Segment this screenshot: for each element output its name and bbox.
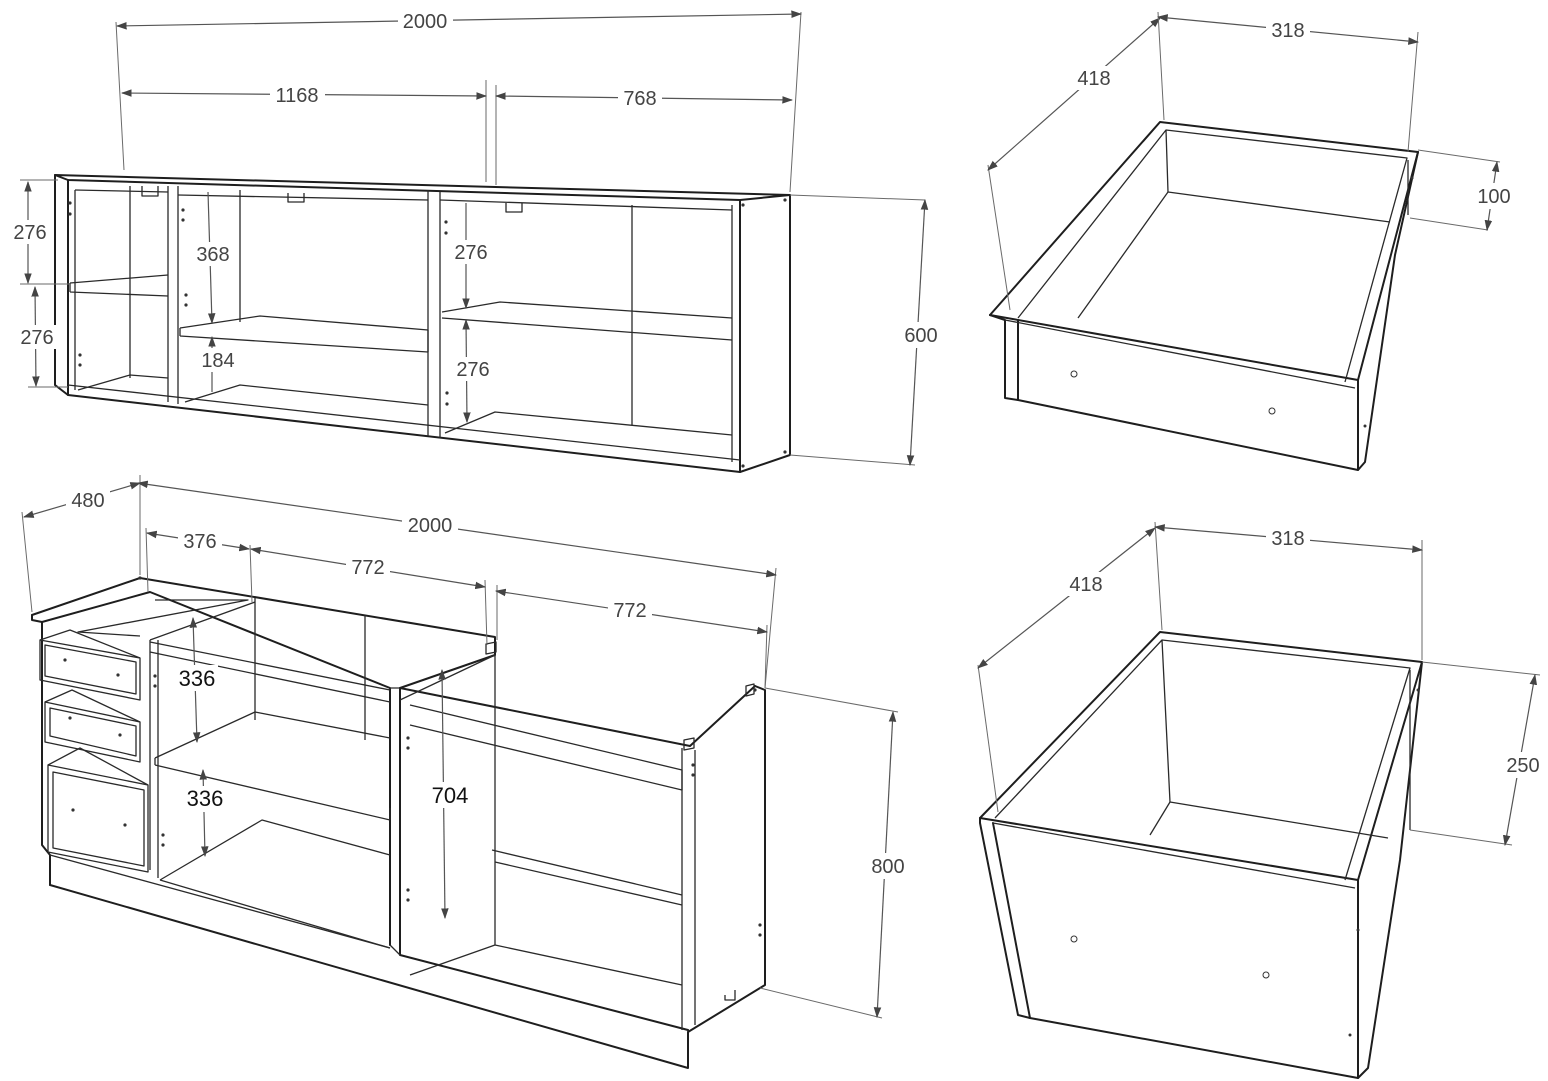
lower-right-opening-height-label: 704 [432, 783, 469, 808]
upper-total-width-label: 2000 [403, 11, 448, 33]
deep-drawer-depth-label: 418 [1069, 574, 1102, 596]
upper-right-top-opening-label: 276 [454, 242, 487, 264]
lower-shelf-bottom-opening-label: 336 [187, 786, 224, 811]
lower-cabinet: 480 2000 376 772 772 336 336 704 [21, 475, 910, 1069]
upper-right-bottom-opening-label: 276 [456, 359, 489, 381]
lower-right-section-width-label: 772 [613, 600, 646, 622]
upper-left-bottom-shelf-label: 276 [20, 327, 53, 349]
deep-drawer-width-label: 318 [1271, 528, 1304, 550]
lower-depth-label: 480 [71, 490, 104, 512]
lower-height-label: 800 [871, 856, 904, 878]
upper-height-label: 600 [904, 325, 937, 347]
shallow-drawer: 418 318 100 [987, 11, 1516, 471]
upper-left-width-label: 1168 [275, 85, 318, 107]
lower-total-width-label: 2000 [408, 515, 453, 537]
lower-shelf-top-opening-label: 336 [179, 666, 216, 691]
upper-left-top-shelf-label: 276 [13, 222, 46, 244]
deep-drawer-height-label: 250 [1506, 755, 1539, 777]
lower-drawer-section-width-label: 376 [183, 531, 216, 553]
upper-middle-bottom-opening-label: 184 [201, 350, 234, 372]
deep-drawer: 418 318 250 [977, 521, 1546, 1079]
upper-right-width-label: 768 [623, 88, 656, 110]
upper-cabinet: 2000 1168 768 600 276 276 368 184 [10, 10, 942, 473]
shallow-drawer-width-label: 318 [1271, 20, 1304, 42]
shallow-drawer-height-label: 100 [1477, 186, 1510, 208]
shallow-drawer-depth-label: 418 [1077, 68, 1110, 90]
upper-middle-top-opening-label: 368 [196, 244, 229, 266]
lower-middle-section-width-label: 772 [351, 557, 384, 579]
